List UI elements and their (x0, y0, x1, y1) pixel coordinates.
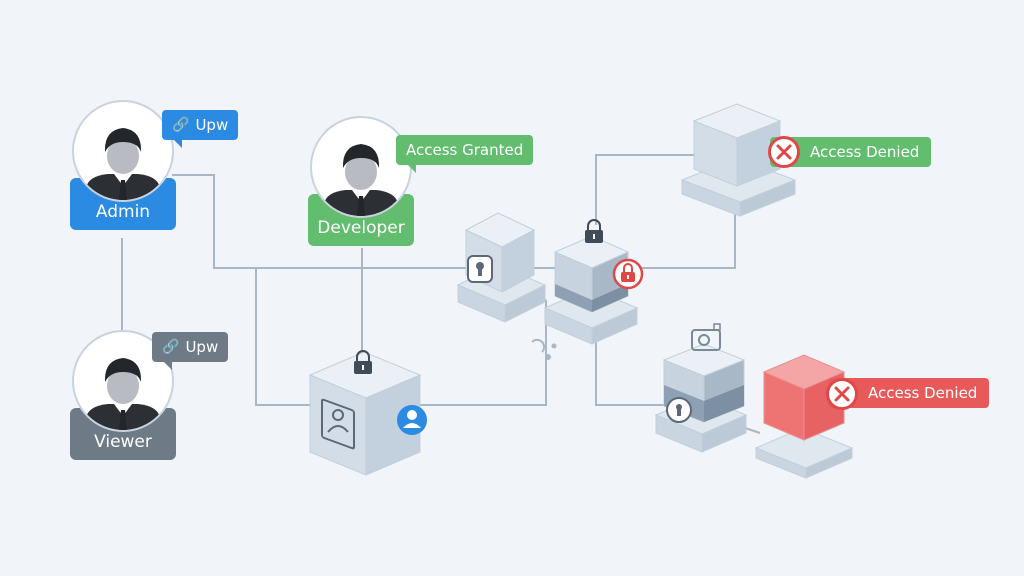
role-label: Viewer (94, 432, 152, 452)
server-block-top-right (680, 103, 797, 217)
lock-icon (354, 350, 372, 374)
badge-access-granted: Access Granted (396, 135, 534, 173)
server-block-keyhole (456, 212, 547, 323)
sparkle-icon (531, 338, 557, 360)
connector-lines (121, 154, 761, 434)
server-block-denied (754, 354, 854, 479)
avatar (310, 116, 412, 218)
businessman-avatar-icon (324, 144, 398, 216)
role-label: Admin (95, 202, 151, 222)
avatar (72, 330, 174, 432)
x-circle-icon (768, 136, 800, 168)
user-photo-icon (321, 398, 355, 450)
businessman-avatar-icon (86, 358, 160, 430)
locked-padlock-icon (612, 258, 644, 290)
camera-lock-icon (691, 323, 721, 351)
avatar (72, 100, 174, 202)
server-block-locked (543, 235, 639, 345)
role-label: Developer (317, 218, 405, 238)
user-circle-icon (397, 405, 427, 435)
badge-viewer: 🔗 Upw (152, 332, 229, 370)
badge-admin: 🔗 Upw (162, 110, 239, 148)
x-circle-icon (826, 378, 858, 410)
link-icon: 🔗 (162, 339, 180, 355)
link-icon: 🔗 (172, 117, 190, 133)
lock-icon (585, 219, 603, 243)
server-block-bottom-right (654, 343, 748, 453)
businessman-avatar-icon (86, 128, 160, 200)
keyhole-icon (666, 397, 692, 423)
